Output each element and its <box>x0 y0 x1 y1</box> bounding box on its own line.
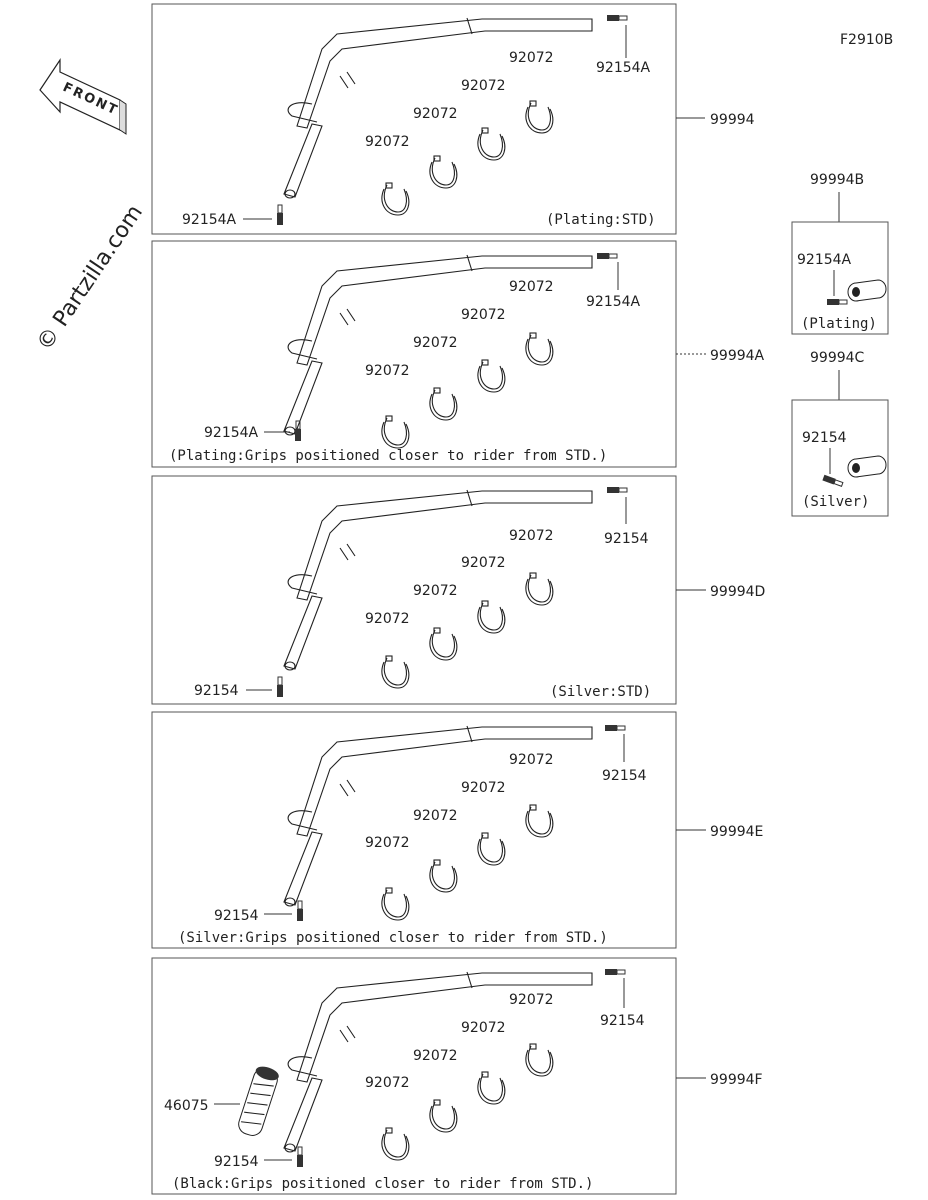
part-label: 92072 <box>413 583 458 599</box>
part-label: 92154 <box>214 908 259 924</box>
part-label: 92154 <box>194 683 239 699</box>
figure-code: F2910B <box>840 32 893 48</box>
part-label: 92072 <box>461 780 506 796</box>
panel-99994F: 92154 92154 46075 92072 92072 92072 9207… <box>151 957 763 1195</box>
panel-caption: (Plating:STD) <box>546 212 656 228</box>
part-label: 92072 <box>509 752 554 768</box>
panel-caption: (Plating:Grips positioned closer to ride… <box>169 448 607 464</box>
panel-caption: (Silver:STD) <box>550 684 651 700</box>
kit-99994B: 99994B 92154A (Plating) <box>791 172 889 335</box>
part-label: 92072 <box>365 363 410 379</box>
part-label: 92154 <box>604 531 649 547</box>
part-label: 92072 <box>365 835 410 851</box>
part-label: 92072 <box>413 106 458 122</box>
part-label: 92154 <box>602 768 647 784</box>
panel-id: 99994D <box>710 584 765 600</box>
kit-id: 99994C <box>810 350 865 366</box>
part-label: 92072 <box>365 611 410 627</box>
panel-99994E: 92154 92154 92072 92072 92072 92072 (Sil… <box>151 711 763 949</box>
kit-caption: (Plating) <box>801 316 877 332</box>
part-label: 92154A <box>204 425 259 441</box>
watermark: © Partzilla.com <box>32 201 148 356</box>
kit-caption: (Silver) <box>802 494 869 510</box>
panel-caption: (Black:Grips positioned closer to rider … <box>172 1176 593 1192</box>
panel-id: 99994 <box>710 112 755 128</box>
part-label: 92072 <box>365 1075 410 1091</box>
part-label: 92154 <box>600 1013 645 1029</box>
panel-id: 99994A <box>710 348 765 364</box>
part-label: 92072 <box>509 50 554 66</box>
panel-99994: 92154A 92154A 92072 92072 92072 92072 (P… <box>151 3 755 235</box>
part-label: 92072 <box>413 1048 458 1064</box>
part-label: 92072 <box>509 992 554 1008</box>
part-label: 92072 <box>509 279 554 295</box>
part-label: 92154 <box>214 1154 259 1170</box>
part-label: 92154A <box>596 60 651 76</box>
panel-99994A: 92154A 92154A 92072 92072 92072 92072 (P… <box>151 240 765 468</box>
part-label: 92072 <box>461 78 506 94</box>
kit-99994C: 99994C 92154 (Silver) <box>791 350 889 517</box>
part-label: 92072 <box>365 134 410 150</box>
part-label: 92072 <box>413 808 458 824</box>
part-label: 92072 <box>461 555 506 571</box>
panel-id: 99994F <box>710 1072 763 1088</box>
part-label: 92154A <box>182 212 237 228</box>
part-label: 92154 <box>802 430 847 446</box>
front-arrow-icon: FRONT <box>39 58 127 135</box>
panel-99994D: 92154 92154 92072 92072 92072 92072 (Sil… <box>151 475 765 705</box>
panel-caption: (Silver:Grips positioned closer to rider… <box>178 930 608 946</box>
grip-icon <box>238 1066 279 1136</box>
part-label: 46075 <box>164 1098 209 1114</box>
part-label: 92154A <box>797 252 852 268</box>
part-label: 92072 <box>461 1020 506 1036</box>
kit-id: 99994B <box>810 172 864 188</box>
part-label: 92072 <box>509 528 554 544</box>
part-label: 92072 <box>461 307 506 323</box>
part-label: 92072 <box>413 335 458 351</box>
panel-id: 99994E <box>710 824 763 840</box>
part-label: 92154A <box>586 294 641 310</box>
